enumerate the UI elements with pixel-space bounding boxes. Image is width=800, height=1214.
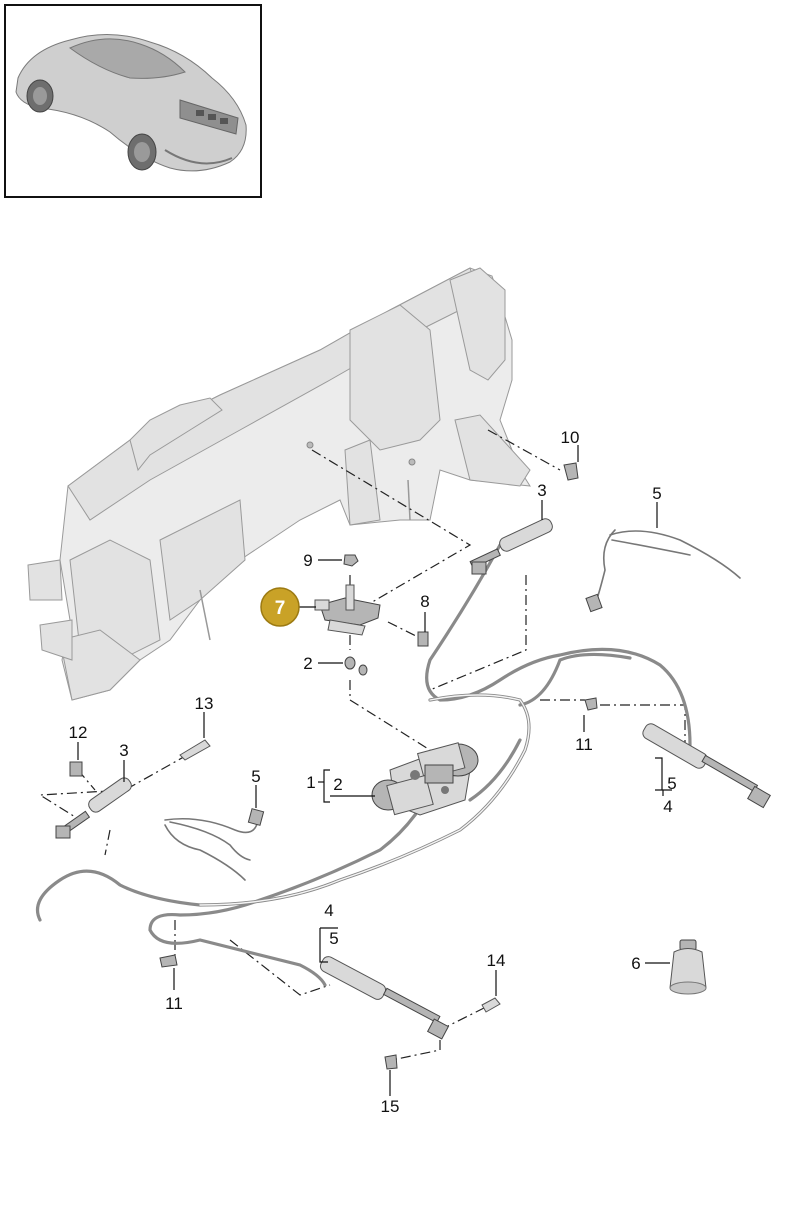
fasteners xyxy=(69,462,598,1070)
label-6[interactable]: 6 xyxy=(631,954,640,973)
label-7: 7 xyxy=(275,598,286,619)
highlighted-callout-7[interactable]: 7 xyxy=(260,587,300,627)
label-9[interactable]: 9 xyxy=(303,551,312,570)
cylinder-lower xyxy=(319,956,450,1040)
label-5-right[interactable]: 5 xyxy=(667,774,676,793)
hydraulic-lines xyxy=(35,543,692,987)
label-2-lower[interactable]: 2 xyxy=(333,775,342,794)
cylinder-upper xyxy=(469,518,553,575)
label-3-left[interactable]: 3 xyxy=(119,741,128,760)
label-13[interactable]: 13 xyxy=(195,694,214,713)
label-11-left[interactable]: 11 xyxy=(165,994,183,1013)
cylinder-left xyxy=(55,777,132,839)
hydraulic-unit xyxy=(371,742,479,816)
clip-10 xyxy=(563,462,579,481)
label-4-right[interactable]: 4 xyxy=(663,797,672,816)
clip-15 xyxy=(384,1054,398,1070)
clip-11-left xyxy=(159,954,178,968)
bolt-13 xyxy=(179,739,211,761)
label-5-left[interactable]: 5 xyxy=(251,767,260,786)
label-10[interactable]: 10 xyxy=(561,428,580,447)
label-11-right[interactable]: 11 xyxy=(575,735,593,754)
bracket-part xyxy=(314,584,381,636)
label-14[interactable]: 14 xyxy=(487,951,506,970)
label-5-upper-right[interactable]: 5 xyxy=(652,484,661,503)
bolt-14 xyxy=(481,997,501,1013)
vehicle-overview-inset xyxy=(4,4,262,198)
washer-2 xyxy=(344,656,356,670)
leader-lines xyxy=(77,445,672,1096)
label-12[interactable]: 12 xyxy=(69,723,88,742)
label-1[interactable]: 1 xyxy=(306,773,315,792)
clip-11-right xyxy=(584,697,598,711)
car-illustration xyxy=(15,34,247,172)
label-3-upper[interactable]: 3 xyxy=(537,481,546,500)
roof-frame-housing xyxy=(27,267,531,701)
fluid-bottle xyxy=(669,939,707,995)
wiring-harness-right xyxy=(585,529,741,613)
nut-9 xyxy=(343,554,359,567)
wiring-harness-left xyxy=(164,808,265,881)
label-8[interactable]: 8 xyxy=(420,592,429,611)
reference-lines xyxy=(38,429,686,1061)
label-4-lower[interactable]: 4 xyxy=(324,901,333,920)
nut-12 xyxy=(69,761,83,777)
cylinder-right xyxy=(642,723,771,809)
label-2-upper[interactable]: 2 xyxy=(303,654,312,673)
part-labels: 10 3 5 9 8 2 13 12 11 3 5 5 1 2 4 4 5 14… xyxy=(69,428,677,1116)
label-5-lower[interactable]: 5 xyxy=(329,929,338,948)
label-15[interactable]: 15 xyxy=(381,1097,400,1116)
screw-8 xyxy=(417,631,429,647)
